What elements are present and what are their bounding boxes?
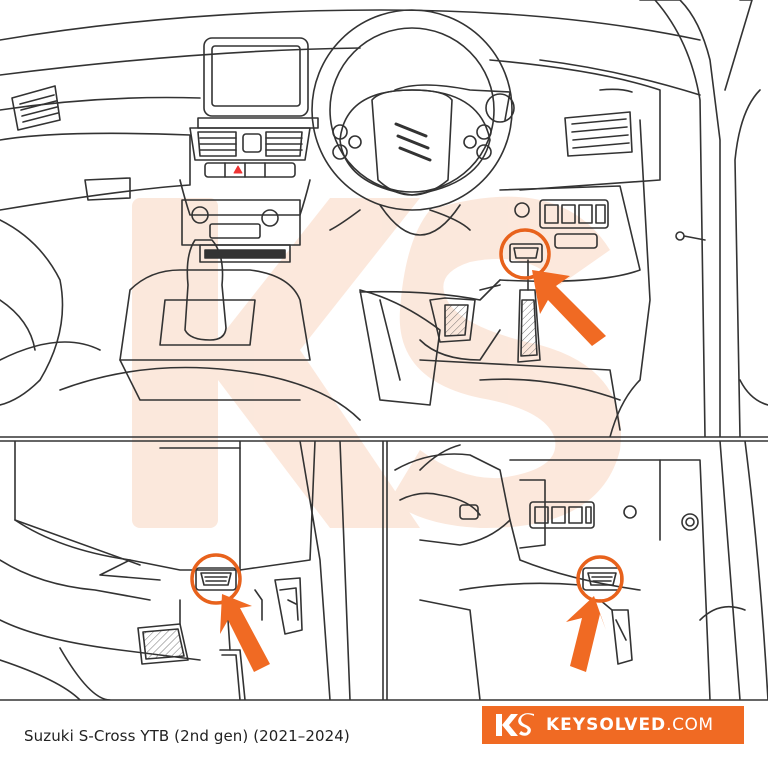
panel-dividers — [0, 436, 768, 701]
arrow-icon — [220, 594, 270, 672]
obd-closeup-right-illustration — [394, 441, 768, 700]
dashboard-overview-illustration — [0, 0, 768, 437]
brand-name: KEYSOLVED — [546, 715, 667, 735]
vehicle-caption: Suzuki S-Cross YTB (2nd gen) (2021–2024) — [24, 727, 350, 745]
obd-closeup-left-illustration — [0, 441, 351, 700]
arrow-icon — [532, 270, 606, 346]
obd-port-highlight-right — [566, 555, 624, 672]
brand-badge: KEYSOLVED.COM — [482, 706, 744, 744]
keysolved-logo-icon — [496, 713, 534, 736]
arrow-icon — [566, 596, 606, 672]
obd-port-highlight-overview — [499, 228, 606, 346]
obd-port-highlight-left — [190, 553, 270, 672]
brand-domain: .COM — [666, 715, 714, 735]
